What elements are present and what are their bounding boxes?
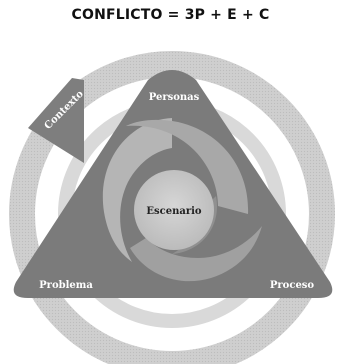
process-label: Proceso <box>270 280 315 291</box>
context-ring <box>9 51 335 364</box>
people-label: Personas <box>149 92 200 103</box>
center-label: Escenario <box>146 206 202 217</box>
swirl-arm-right <box>126 119 249 214</box>
formula-title: CONFLICTO = 3P + E + C <box>71 7 270 23</box>
swirl-arm-top <box>102 118 172 262</box>
center-circle <box>134 170 214 250</box>
swirl-arm-bottom <box>130 226 262 282</box>
problem-label: Problema <box>39 280 93 291</box>
context-tab <box>28 78 84 163</box>
